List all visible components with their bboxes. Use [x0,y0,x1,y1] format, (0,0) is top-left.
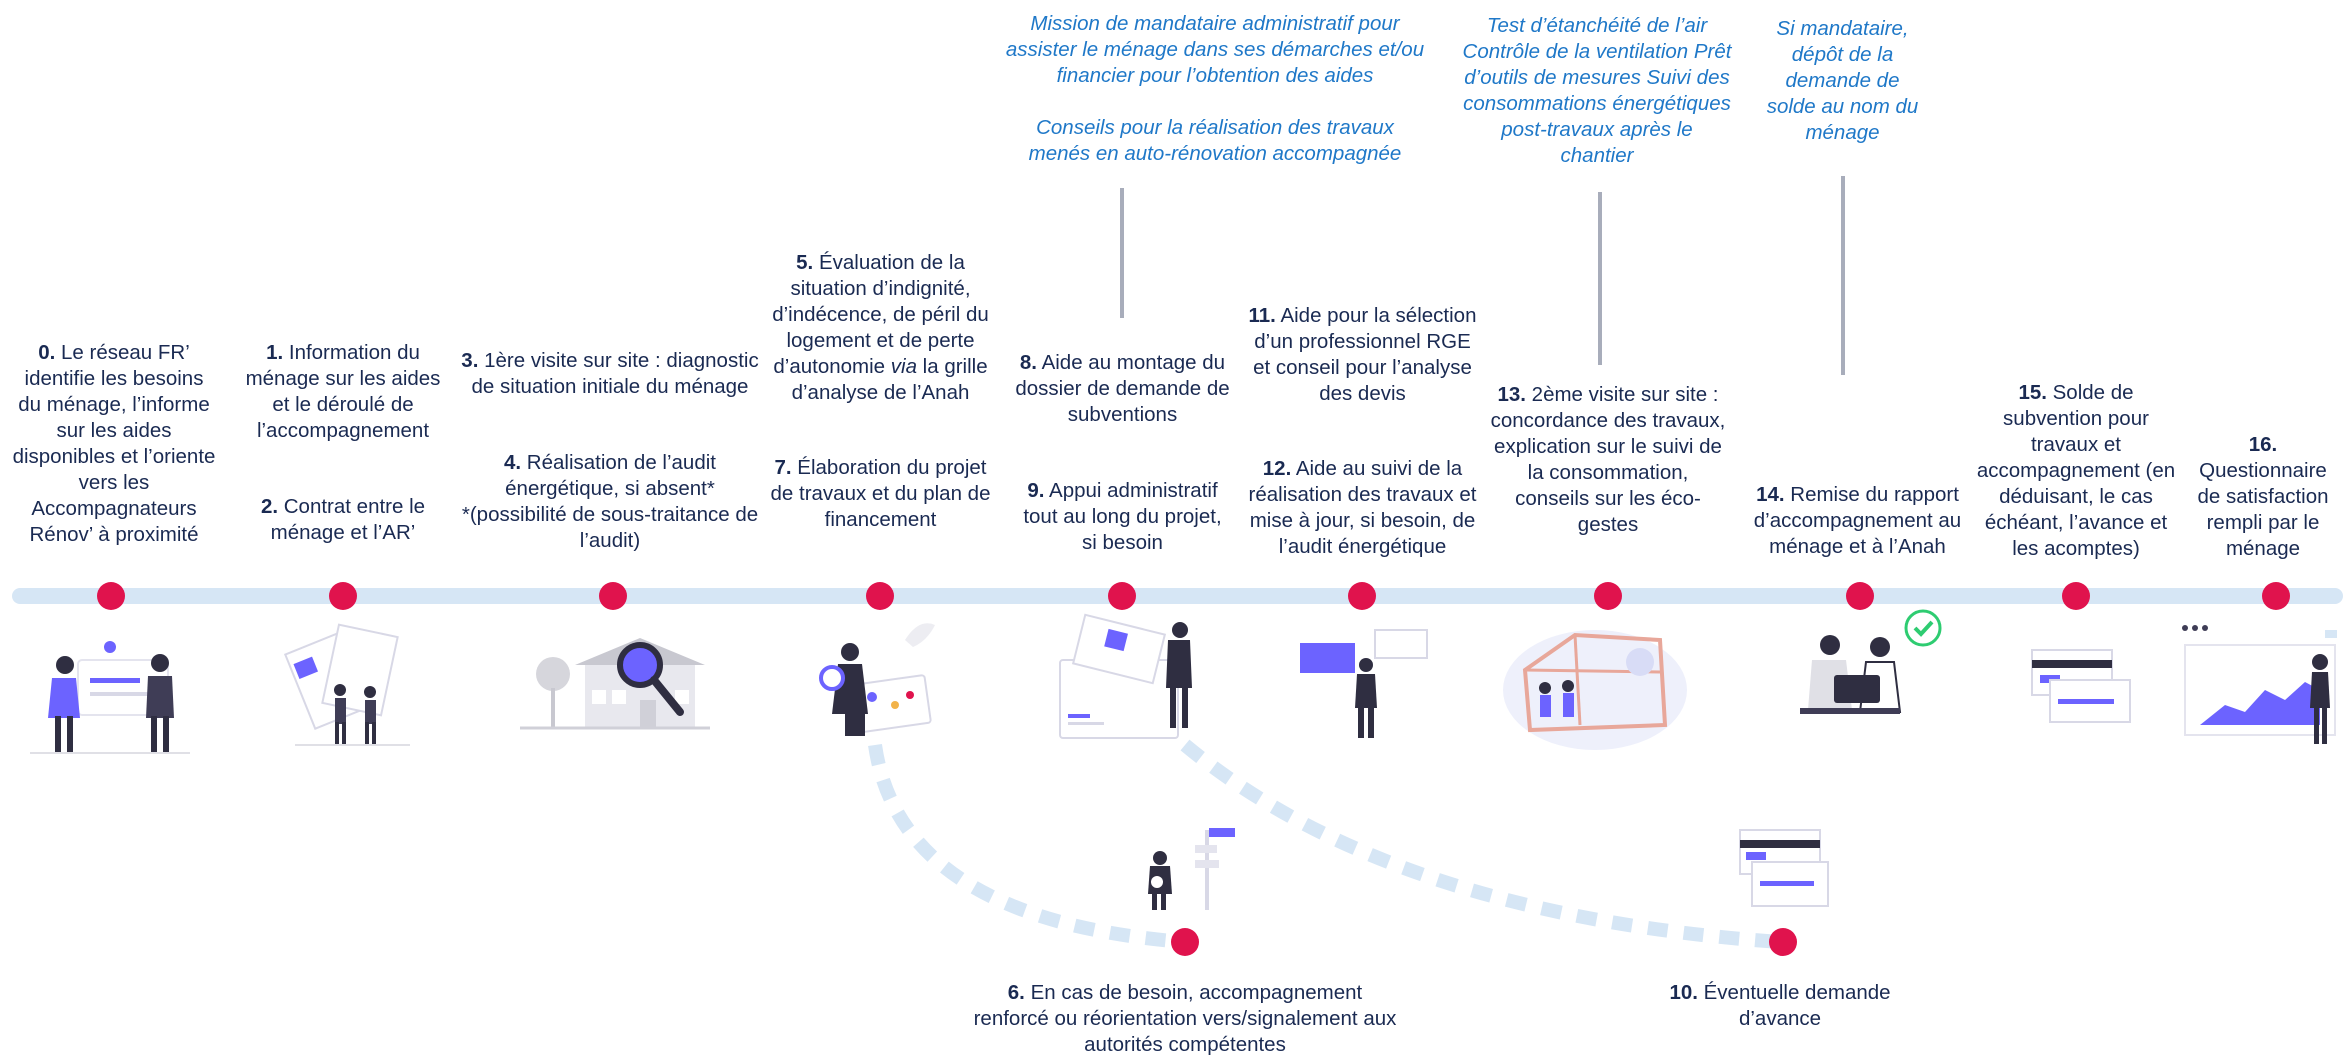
step-10: 10. Éventuelle demande d’avance [1669,981,1891,1030]
step-3: 3. 1ère visite sur site : diagnostic de … [461,349,759,398]
signpost-icon [1148,828,1235,910]
note-mandataire: Mission de mandataire administratif pour… [1005,11,1425,167]
dot-3 [599,582,627,610]
step-0: 0. Le réseau FR’ identifie les besoins d… [12,341,216,546]
note-tests: Test d’étanchéité de l’air Contrôle de l… [1462,14,1732,167]
dot-13 [1594,582,1622,610]
dot-0 [97,582,125,610]
step-12: 12. Aide au suivi de la réalisation des … [1248,457,1477,558]
step-4-note: *(possibilité de sous-traitance de l’aud… [461,503,759,552]
house-frame-construction-icon [1503,630,1687,750]
dot-6 [1171,928,1199,956]
step-14: 14. Remise du rapport d’accompagnement a… [1753,483,1962,558]
branch-curve-6 [868,744,1186,949]
dot-10 [1769,928,1797,956]
step-11: 11. Aide pour la sélection d’un professi… [1248,304,1477,405]
note-mandataire-text: Mission de mandataire administratif pour… [1005,12,1425,87]
step-8: 8. Aide au montage du dossier de demande… [1015,351,1230,426]
timeline-dots [97,582,2290,956]
documents-icon [283,623,410,746]
house-magnifier-icon [520,638,710,730]
step-2: 2. Contrat entre le ménage et l’AR’ [260,495,426,544]
payment-card-icon-advance [1739,829,1829,907]
step-7: 7. Élaboration du projet de travaux et d… [770,456,991,531]
step-16-label: Questionnaire de satisfaction rempli par… [2197,459,2329,560]
dot-8 [1108,582,1136,610]
step-15: 15. Solde de subvention pour travaux et … [1976,381,2176,560]
dot-16 [2262,582,2290,610]
dot-5 [866,582,894,610]
step-16: 16. Questionnaire de satisfaction rempli… [2188,432,2338,562]
step-4: 4. Réalisation de l’audit énergétique, s… [461,451,759,552]
step-6: 6. En cas de besoin, accompagnement renf… [973,981,1397,1056]
folder-upload-icon [1059,613,1192,739]
branch-curve-10 [1180,739,1781,949]
dot-15 [2062,582,2090,610]
step-9: 9. Appui administratif tout au long du p… [1023,479,1222,554]
step-5: 5. Évaluation de la situation d’indignit… [772,251,989,404]
growth-chart-icon [2182,625,2337,744]
payment-card-icon [2031,649,2131,723]
analysis-board-icon [819,623,935,736]
presentation-screen-icon [1300,629,1428,738]
dot-11 [1348,582,1376,610]
step-16-number: 16. [2248,433,2278,456]
step-13: 13. 2ème visite sur site : concordance d… [1490,383,1726,536]
note-auto-renovation-text: Conseils pour la réalisation des travaux… [1028,116,1402,165]
people-meeting-icon [30,641,190,754]
note-solde: Si mandataire, dépôt de la demande de so… [1766,17,1919,144]
team-laptop-check-icon [1800,609,1942,714]
step-1: 1. Information du ménage sur les aides e… [245,341,441,442]
dot-1 [329,582,357,610]
dot-14 [1846,582,1874,610]
